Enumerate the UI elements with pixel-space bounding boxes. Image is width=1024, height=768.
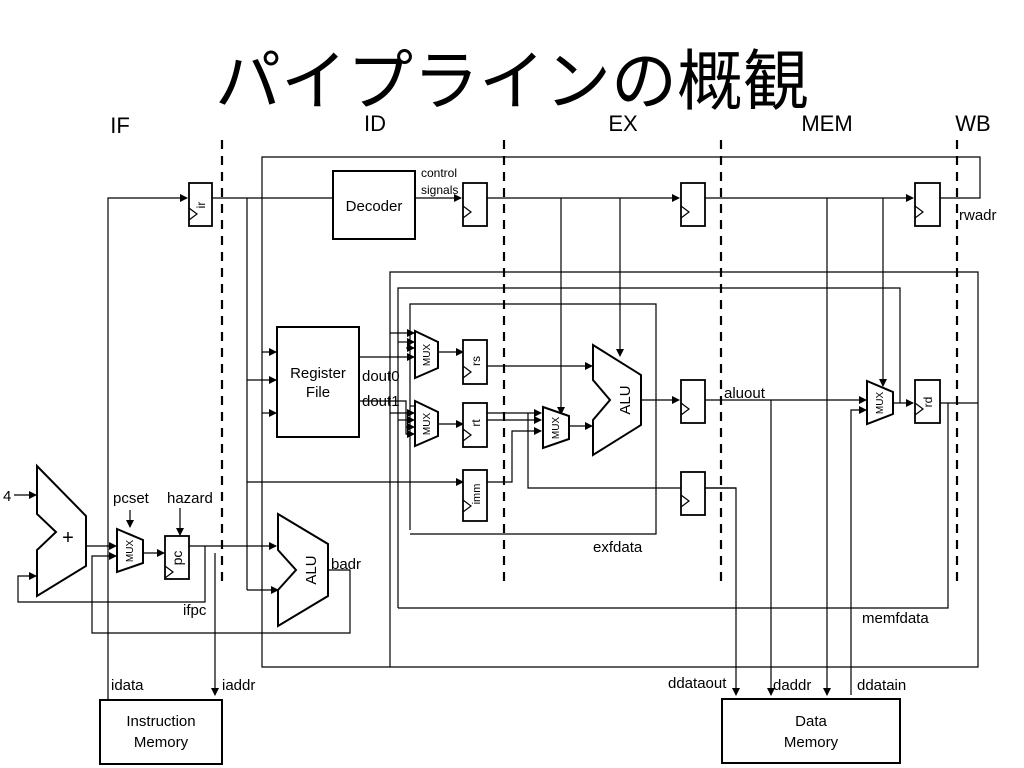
branch-alu <box>277 512 329 628</box>
data-memory-block <box>721 698 901 764</box>
alu-b-mux <box>542 405 570 450</box>
main-alu-label: ALU <box>617 385 634 414</box>
imm-register: imm <box>462 469 488 522</box>
decoder-block <box>332 170 416 240</box>
store-data-register <box>680 471 706 516</box>
pc-register-label: pc <box>169 551 185 566</box>
stage-label-mem: MEM <box>801 111 852 136</box>
dout0-label: dout0 <box>362 368 400 385</box>
control-label: control <box>421 166 457 180</box>
rt-register-label: rt <box>469 419 483 427</box>
signals-label: signals <box>421 183 458 197</box>
rs-register: rs <box>462 339 488 385</box>
instruction-memory-label-line1: Instruction <box>126 713 195 730</box>
data-memory-label-line2: Memory <box>784 734 839 751</box>
ifpc-label: ifpc <box>183 602 207 619</box>
rd-register-label: rd <box>921 397 935 408</box>
stage-label-ex: EX <box>608 111 638 136</box>
imm-register-label: imm <box>471 484 483 505</box>
exfdata-label: exfdata <box>593 539 643 556</box>
rt-mux-label: MUX <box>422 413 433 436</box>
register-file-label-line1: Register <box>290 365 346 382</box>
aluout-label: aluout <box>724 385 766 402</box>
pcset-label: pcset <box>113 490 150 507</box>
adder-symbol: + <box>62 527 74 549</box>
idata-label: idata <box>111 677 144 694</box>
control-signals-register <box>462 182 488 227</box>
hazard-label: hazard <box>167 490 213 507</box>
rt-register: rt <box>462 402 488 448</box>
pc-register: pc <box>164 535 190 580</box>
rwadr-label: rwadr <box>959 207 997 224</box>
const-four-label: 4 <box>3 488 11 505</box>
rd-register: rd <box>914 379 941 424</box>
branch-alu-label: ALU <box>303 555 320 584</box>
instruction-memory-block <box>99 699 223 765</box>
pc-adder <box>36 463 87 598</box>
data-memory-label-line1: Data <box>795 713 827 730</box>
ir-register-label: ir <box>194 202 208 209</box>
mem-wb-control-register <box>914 182 941 227</box>
badr-label: badr <box>331 556 361 573</box>
ex-mem-control-register <box>680 182 706 227</box>
decoder-label: Decoder <box>346 198 403 215</box>
aluout-register <box>680 379 706 424</box>
memfdata-label: memfdata <box>862 610 929 627</box>
rs-mux <box>414 329 439 380</box>
rs-mux-label: MUX <box>422 344 433 367</box>
instruction-memory-label-line2: Memory <box>134 734 189 751</box>
pc-mux-label: MUX <box>125 540 136 563</box>
iaddr-label: iaddr <box>222 677 255 694</box>
register-file-label-line2: File <box>306 384 330 401</box>
dout1-label: dout1 <box>362 393 400 410</box>
pc-mux <box>116 527 144 574</box>
rs-register-label: rs <box>469 356 483 366</box>
stage-label-id: ID <box>364 111 386 136</box>
rt-mux <box>414 399 439 448</box>
ddatain-label: ddatain <box>857 677 906 694</box>
daddr-label: daddr <box>773 677 811 694</box>
register-file-block <box>276 326 360 438</box>
main-alu <box>592 343 642 457</box>
wb-mux-label: MUX <box>875 392 886 415</box>
page-title: パイプラインの概観 <box>215 43 809 120</box>
stage-label-if: IF <box>110 113 130 138</box>
wires <box>14 156 981 700</box>
wb-mux <box>866 379 894 426</box>
ddataout-label: ddataout <box>668 675 727 692</box>
ir-register: ir <box>188 182 213 227</box>
stage-label-wb: WB <box>955 111 990 136</box>
alu-b-mux-label: MUX <box>551 417 562 440</box>
